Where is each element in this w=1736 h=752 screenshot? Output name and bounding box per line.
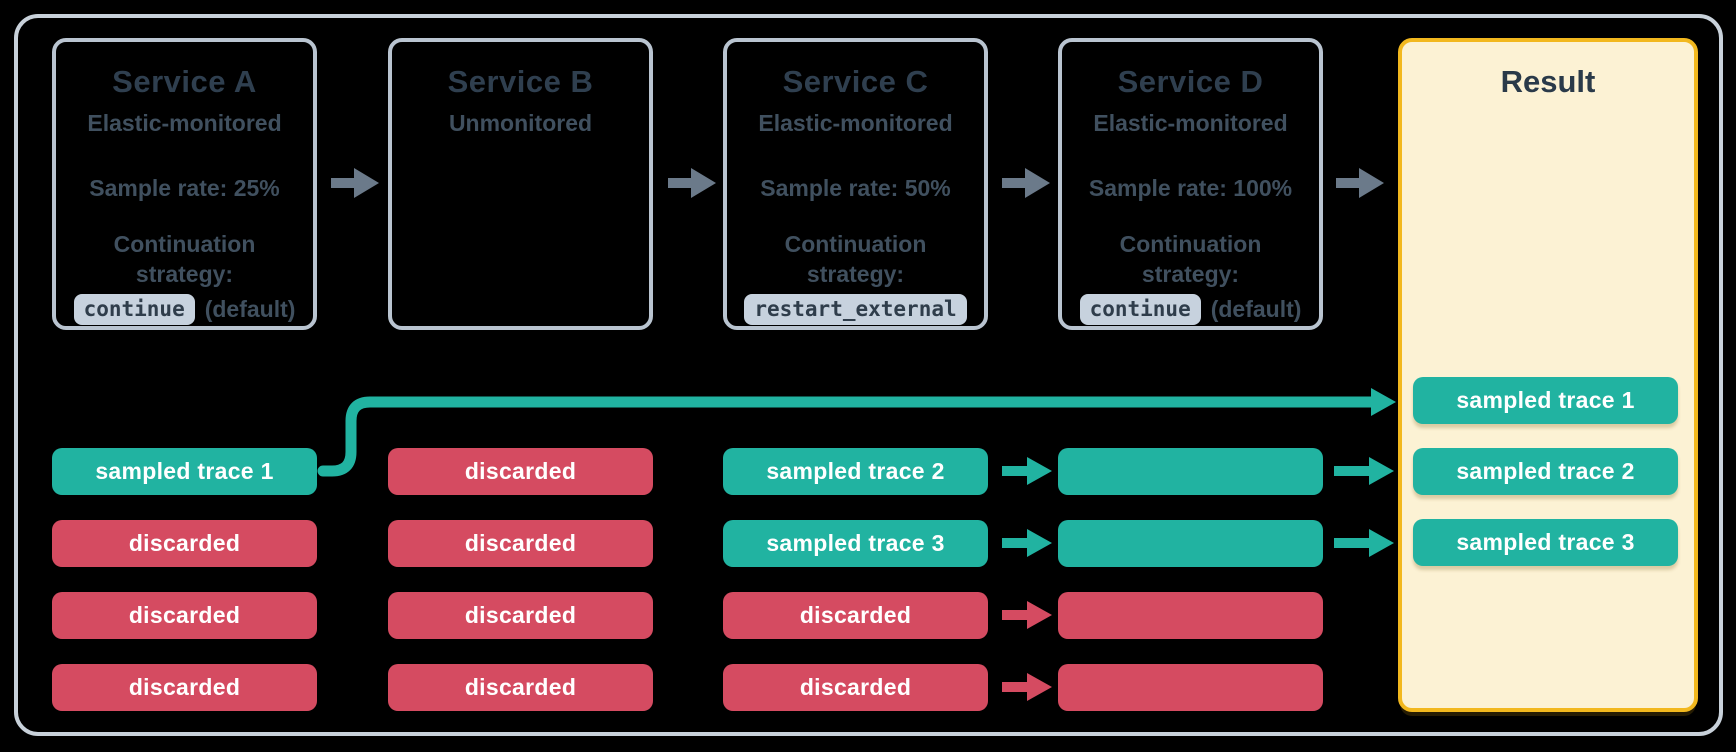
service-c-strategy-label: Continuation strategy: <box>784 231 927 287</box>
service-d-box: Service D Elastic-monitored Sample rate:… <box>1058 38 1323 330</box>
diagram-outer-frame <box>14 14 1723 736</box>
service-a-strategy-note: (default) <box>204 295 296 322</box>
trace-box-b3: discarded <box>388 592 653 639</box>
service-c-sample-rate: Sample rate: 50% <box>760 175 951 201</box>
trace-box-a2: discarded <box>52 520 317 567</box>
service-d-title: Service D <box>1117 64 1264 99</box>
service-c-monitoring: Elastic-monitored <box>758 110 953 136</box>
trace-box-b1: discarded <box>388 448 653 495</box>
result-title: Result <box>1500 64 1596 99</box>
trace-box-b2: discarded <box>388 520 653 567</box>
trace-box-c1: sampled trace 2 <box>723 448 988 495</box>
trace-box-a1: sampled trace 1 <box>52 448 317 495</box>
trace-box-a4: discarded <box>52 664 317 711</box>
result-trace-2: sampled trace 2 <box>1413 448 1678 495</box>
service-a-monitoring: Elastic-monitored <box>87 110 282 136</box>
service-b-box: Service B Unmonitored <box>388 38 653 330</box>
service-c-strategy-row: restart_external <box>727 293 984 325</box>
service-d-monitoring: Elastic-monitored <box>1093 110 1288 136</box>
service-b-monitoring: Unmonitored <box>448 110 593 136</box>
service-d-sample-rate: Sample rate: 100% <box>1088 175 1293 201</box>
result-trace-1: sampled trace 1 <box>1413 377 1678 424</box>
service-a-strategy-label: Continuation strategy: <box>113 231 256 287</box>
trace-box-c2: sampled trace 3 <box>723 520 988 567</box>
service-d-strategy-code-badge: continue <box>1079 293 1201 325</box>
service-a-strategy-code-badge: continue <box>73 293 195 325</box>
service-a-sample-rate: Sample rate: 25% <box>89 175 280 201</box>
service-b-title: Service B <box>447 64 594 99</box>
service-d-strategy-label: Continuation strategy: <box>1119 231 1262 287</box>
result-trace-3: sampled trace 3 <box>1413 519 1678 566</box>
trace-box-d2 <box>1058 520 1323 567</box>
trace-box-a3: discarded <box>52 592 317 639</box>
service-c-title: Service C <box>782 64 929 99</box>
service-c-strategy-code-badge: restart_external <box>744 293 967 325</box>
trace-box-d1 <box>1058 448 1323 495</box>
service-a-strategy-row: continue (default) <box>56 293 313 325</box>
trace-box-d3 <box>1058 592 1323 639</box>
trace-box-b4: discarded <box>388 664 653 711</box>
service-c-box: Service C Elastic-monitored Sample rate:… <box>723 38 988 330</box>
service-a-title: Service A <box>112 64 257 99</box>
service-d-strategy-row: continue (default) <box>1062 293 1319 325</box>
service-a-box: Service A Elastic-monitored Sample rate:… <box>52 38 317 330</box>
result-box: Result <box>1398 38 1698 712</box>
service-d-strategy-note: (default) <box>1210 295 1302 322</box>
trace-box-d4 <box>1058 664 1323 711</box>
trace-box-c3: discarded <box>723 592 988 639</box>
trace-box-c4: discarded <box>723 664 988 711</box>
